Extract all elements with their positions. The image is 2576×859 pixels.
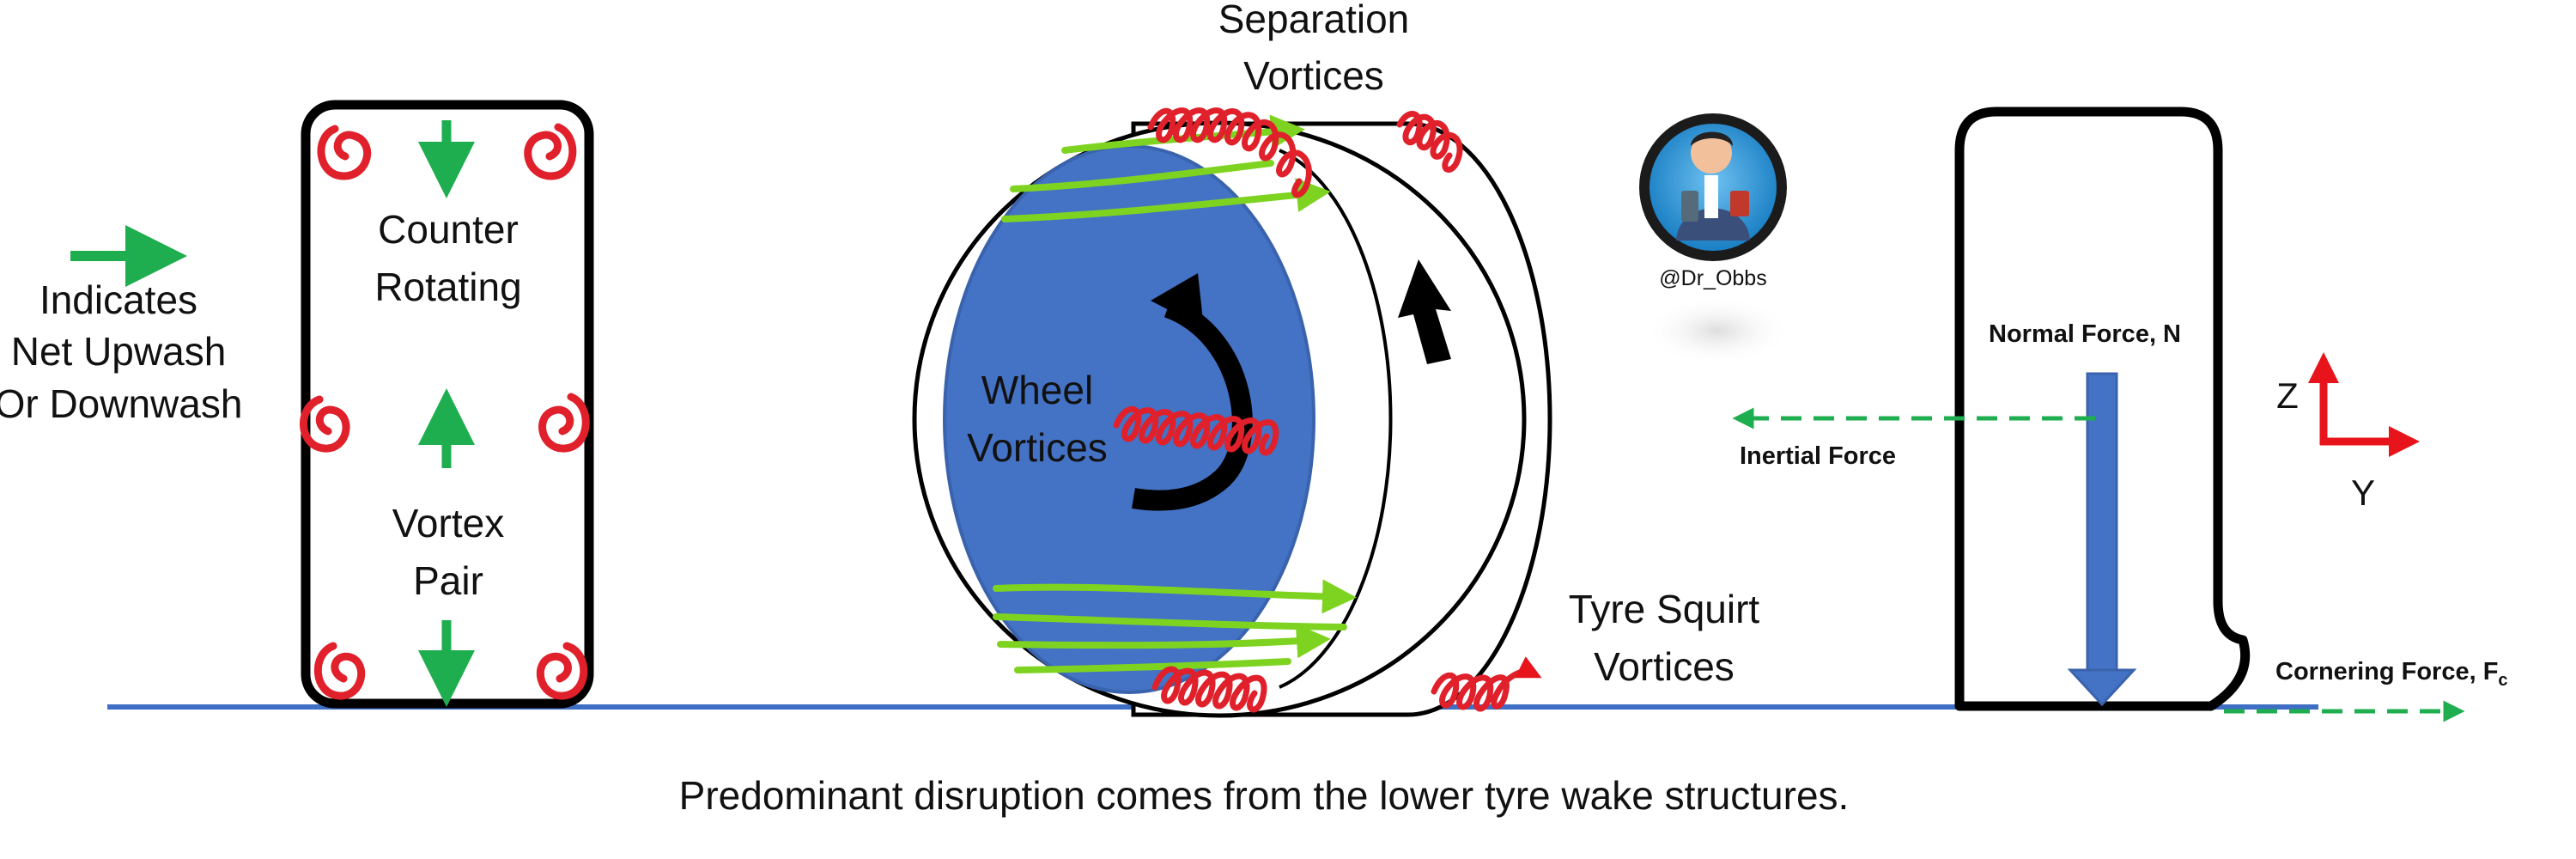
vortex-pair-label-2: Pair <box>413 558 483 603</box>
counter-rotating-vortex-box: Counter Rotating Vortex Pair <box>300 100 594 709</box>
cornering-force-label: Cornering Force, Fc <box>2275 658 2508 690</box>
cornering-force-text: Cornering Force, F <box>2275 658 2498 685</box>
flow-streamline-icon <box>997 624 1331 659</box>
tyre-sidewall-edge <box>1279 149 1393 689</box>
tyre-squirt-label-2: Vortices <box>1594 644 1735 689</box>
legend: Indicates Net Upwash Or Downwash <box>0 225 242 426</box>
flow-streamline-icon <box>1001 178 1331 222</box>
tyre-3d: Separation Vortices Wheel Vortices Tyre … <box>912 0 1760 718</box>
wheel-vortices-label-2: Vortices <box>967 425 1108 470</box>
normal-force-arrow-shaft <box>2086 372 2118 672</box>
legend-line-2: Net Upwash <box>11 329 227 374</box>
wheel-vortex-coil-icon <box>1113 405 1279 456</box>
z-axis-label: Z <box>2276 375 2299 416</box>
author-badge: @Dr_Obbs <box>1639 113 1790 365</box>
separation-vortex-coil-icon <box>1147 107 1312 198</box>
vortex-curl-icon <box>300 395 350 453</box>
vortex-pair-label-1: Vortex <box>392 501 504 545</box>
normal-force-label: Normal Force, N <box>1989 320 2181 348</box>
force-diagram: Normal Force, N Inertial Force Cornering… <box>1732 107 2508 722</box>
vortex-curl-icon <box>524 123 577 180</box>
tyre-squirt-label-1: Tyre Squirt <box>1569 587 1760 631</box>
separation-vortices-label-1: Separation <box>1218 0 1410 41</box>
normal-force-arrowhead-icon <box>2067 668 2137 707</box>
separation-vortex-coil-icon <box>1396 111 1463 173</box>
author-handle: @Dr_Obbs <box>1659 266 1766 290</box>
y-axis-label: Y <box>2351 472 2375 513</box>
flow-streamline-icon <box>1014 658 1291 673</box>
wheel-vortices-label-1: Wheel <box>981 368 1093 412</box>
cornering-force-subscript: c <box>2498 671 2507 690</box>
caption: Predominant disruption comes from the lo… <box>679 773 1850 818</box>
counter-rotating-label-1: Counter <box>378 207 519 252</box>
vortex-curl-icon <box>538 393 590 453</box>
inertial-force-label: Inertial Force <box>1740 442 1896 470</box>
tread-rotation-arrow-icon <box>1398 259 1451 364</box>
squirt-vortex-coil-icon <box>1151 666 1267 713</box>
separation-vortices-label-2: Vortices <box>1243 53 1384 98</box>
vortex-curl-icon <box>536 642 588 700</box>
legend-line-3: Or Downwash <box>0 381 242 426</box>
soft-shadow <box>1644 296 1790 365</box>
vortex-curl-icon <box>317 125 372 180</box>
wheel-rotation-arrowhead-icon <box>1151 273 1204 328</box>
counter-rotating-label-2: Rotating <box>374 265 521 309</box>
flow-streamline-icon <box>993 579 1357 614</box>
flow-streamline-icon <box>993 613 1347 631</box>
tyre-front-outline <box>1954 107 2251 711</box>
legend-line-1: Indicates <box>39 277 197 322</box>
vortex-curl-icon <box>313 642 366 700</box>
tyre-rear-outline <box>301 100 594 709</box>
flow-streamline-icon <box>1010 160 1274 192</box>
wheel-rotation-arrow-icon <box>1132 297 1253 511</box>
squirt-vortex-coil-icon <box>1431 656 1542 712</box>
cartoon-doctor-avatar-icon <box>1639 113 1787 261</box>
